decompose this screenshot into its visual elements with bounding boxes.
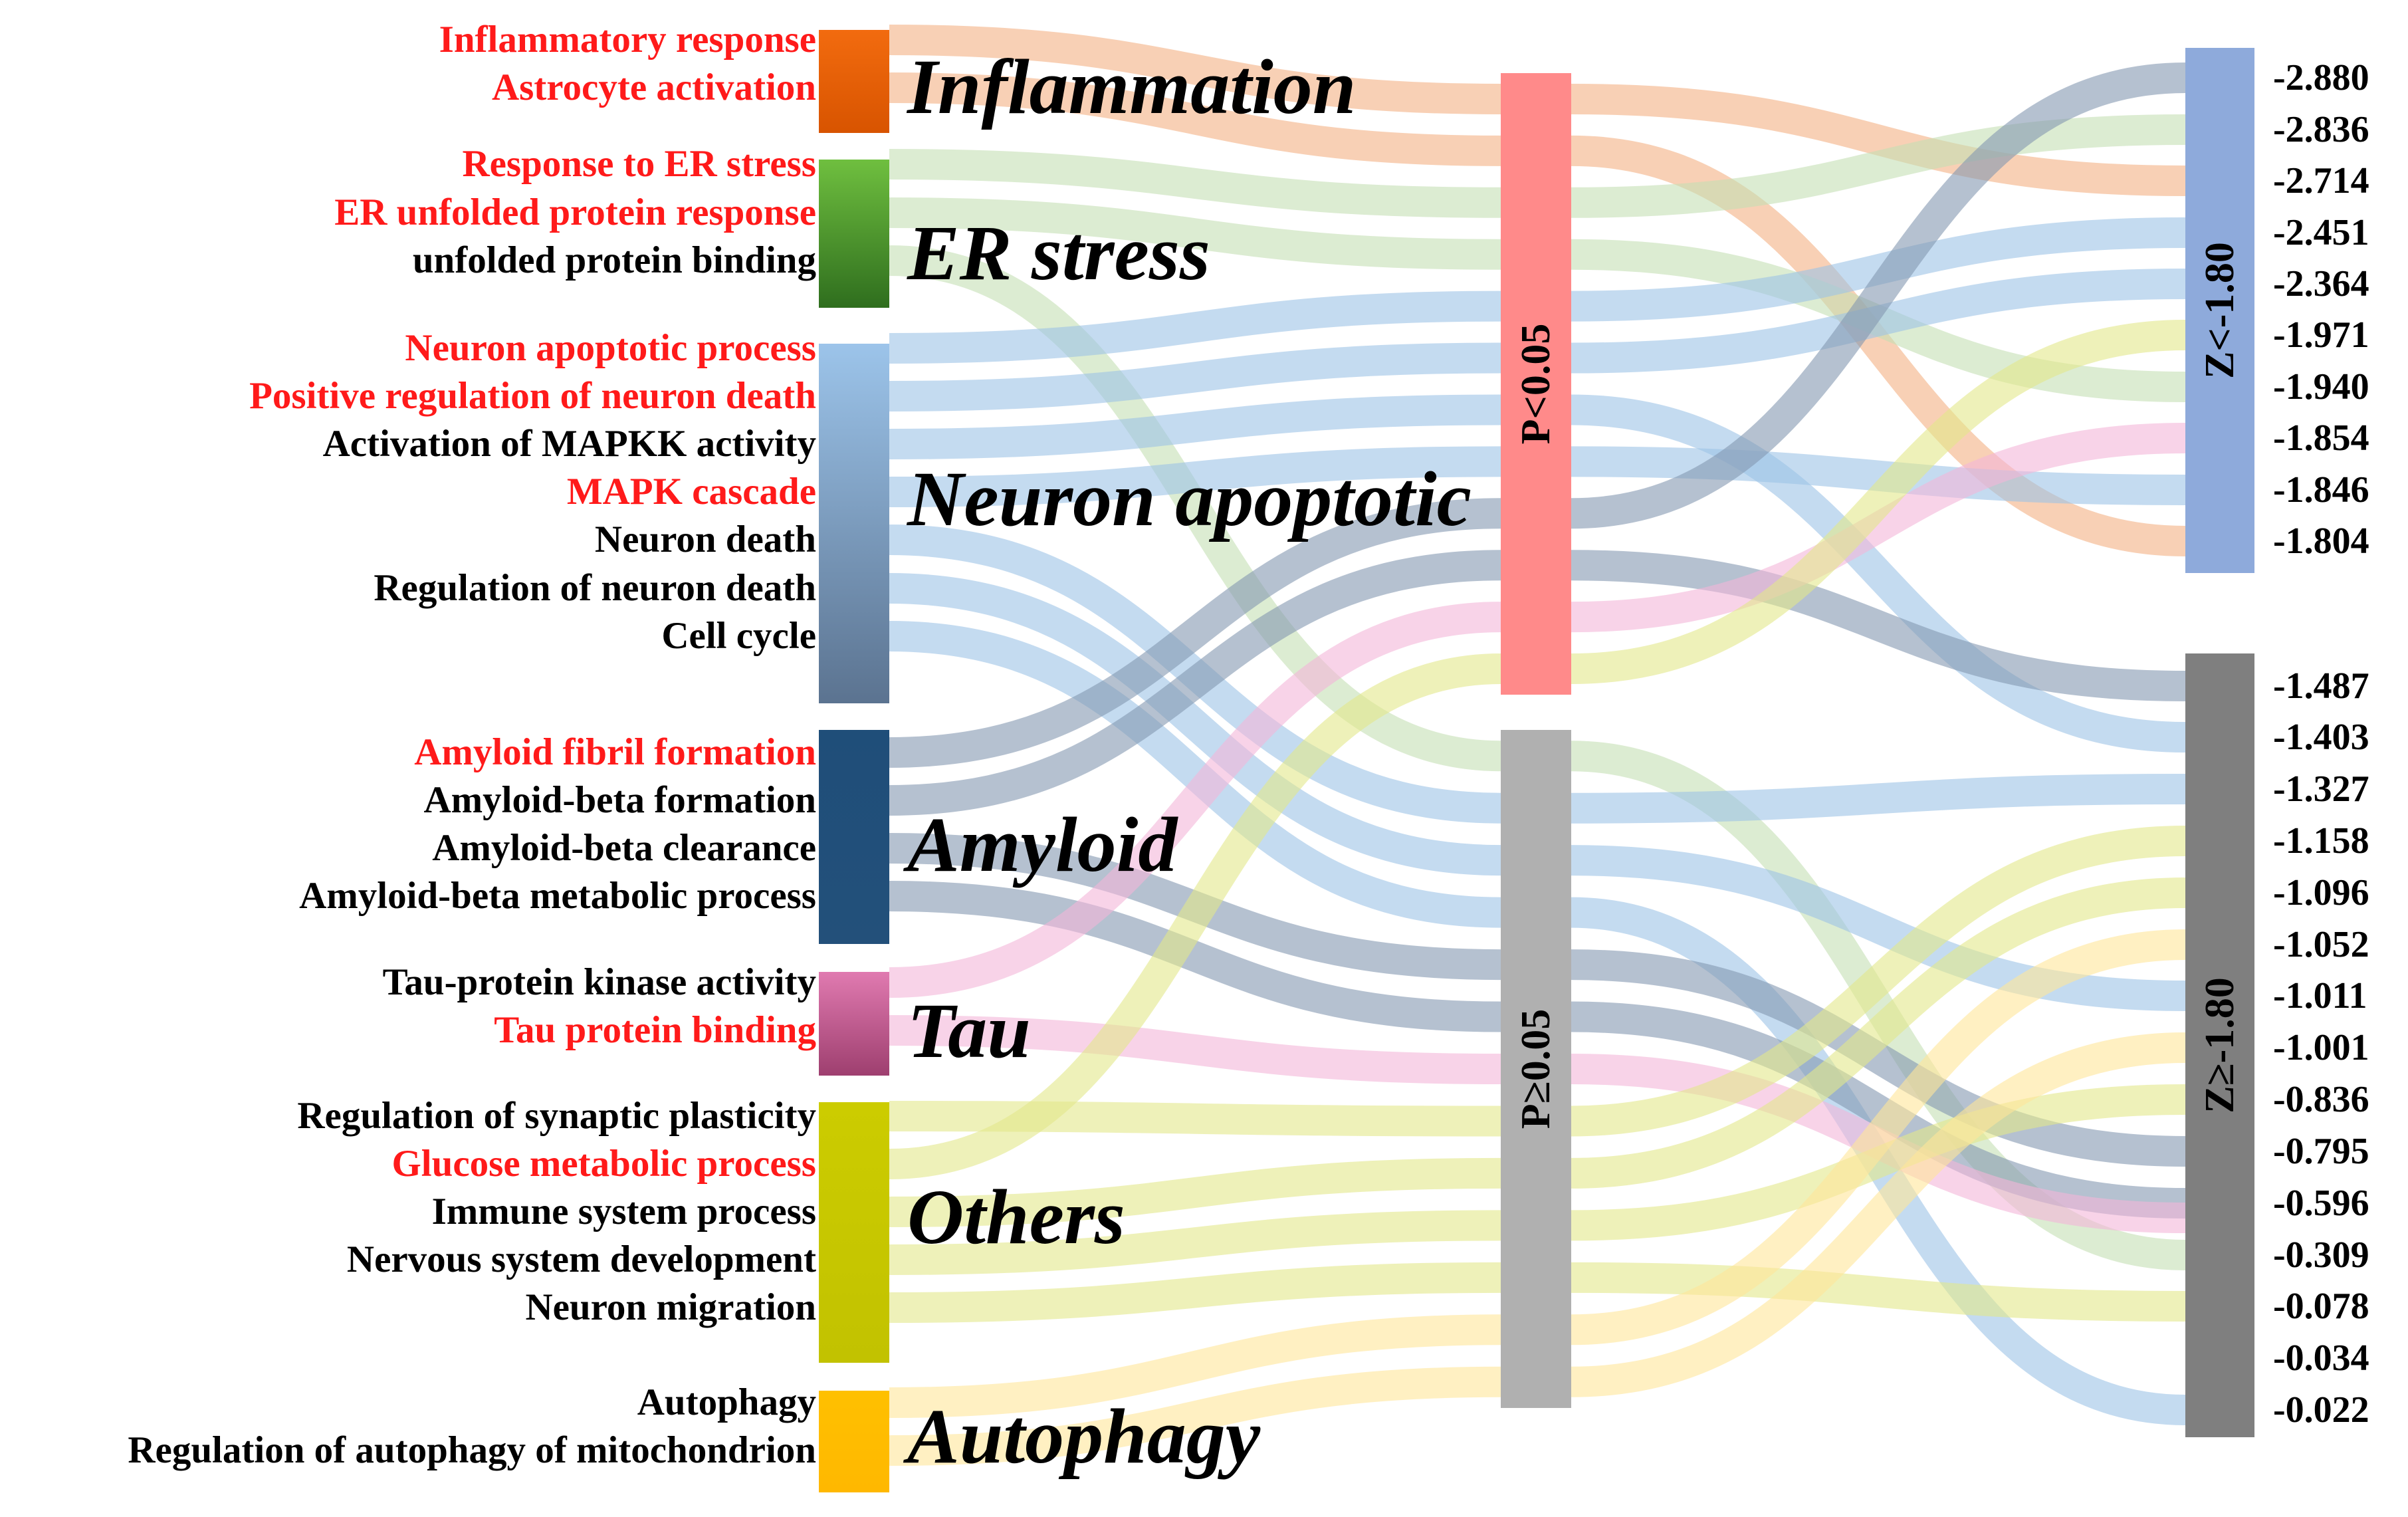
term-label: Nervous system development [347,1238,816,1280]
group-bar-er-stress [819,160,889,308]
term-label: Cell cycle [661,615,816,657]
term-label: MAPK cascade [567,471,816,513]
flow-link [889,62,2186,768]
z-low-node [2185,48,2254,573]
term-label: Response to ER stress [462,143,816,185]
z-value-label: -2.836 [2273,109,2369,150]
z-value-label: -0.022 [2273,1389,2369,1431]
term-label: Inflammatory response [439,19,816,60]
term-label: Regulation of neuron death [374,567,816,609]
z-value-label: -0.596 [2273,1183,2369,1224]
z-value-label: -2.451 [2273,212,2369,253]
z-value-label: -1.940 [2273,366,2369,408]
flow-link [889,197,2186,402]
flow-link [889,72,2186,556]
p-nonsig-node [1501,730,1571,1408]
term-label: Neuron apoptotic process [405,327,816,369]
z-value-label: -1.096 [2273,872,2369,913]
flow-link [889,929,2186,1418]
term-label: ER unfolded protein response [334,191,816,233]
z-value-label: -0.795 [2273,1131,2369,1172]
group-bar-tau [819,972,889,1076]
term-label: Amyloid-beta metabolic process [299,875,816,917]
z-value-label: -0.836 [2273,1079,2369,1120]
z-value-label: -0.034 [2273,1338,2369,1379]
term-label: Immune system process [432,1191,816,1232]
group-label-er-stress: ER stress [907,209,1210,296]
term-label: Positive regulation of neuron death [249,375,816,417]
term-label: Activation of MAPKK activity [323,423,816,465]
group-label-autophagy: Autophagy [903,1393,1261,1480]
p-sig-node [1501,73,1571,695]
z-value-label: -1.158 [2273,820,2369,862]
flow-link [889,320,2186,1179]
term-label: Amyloid-beta formation [423,779,816,821]
z-value-label: -1.854 [2273,417,2369,459]
labels: Inflammation Inflammatory responseAstrocy… [128,19,2369,1480]
flow-link [889,550,2186,816]
term-label: Astrocyte activation [492,66,816,108]
term-label: Amyloid-beta clearance [432,827,816,869]
term-label: Regulation of synaptic plasticity [297,1095,816,1137]
z-value-label: -2.364 [2273,263,2369,304]
z-value-label: -1.971 [2273,314,2369,356]
flow-link [889,1032,2186,1466]
flow-link [889,877,2186,1227]
z-value-label: -1.487 [2273,665,2369,707]
group-bar-others [819,1102,889,1363]
z-value-label: -1.052 [2273,924,2369,965]
z-value-label: -2.880 [2273,57,2369,98]
z-value-label: -2.714 [2273,160,2369,201]
flow-link [889,525,2186,824]
nodes [819,30,2254,1492]
z-high-node [2185,653,2254,1437]
group-label-others: Others [907,1173,1125,1260]
group-bar-autophagy [819,1391,889,1492]
term-label: Neuron migration [525,1286,816,1328]
z-high-label: Z≥-1.80 [2197,977,2243,1113]
group-label-tau: Tau [907,987,1031,1074]
flow-link [889,423,2186,998]
z-value-label: -1.403 [2273,717,2369,758]
flow-links [889,25,2186,1466]
group-label-inflammation: Inflammation [906,43,1356,130]
z-value-label: -1.011 [2273,975,2367,1016]
group-bar-inflammation [819,30,889,133]
z-value-label: -1.846 [2273,469,2369,511]
group-bar-amyloid [819,730,889,944]
term-label: Glucose metabolic process [391,1143,816,1185]
z-value-label: -1.327 [2273,768,2369,810]
p-nonsig-label: P≥0.05 [1513,1009,1559,1129]
term-label: unfolded protein binding [413,239,816,281]
group-label-amyloid: Amyloid [903,801,1178,888]
p-sig-label: P<0.05 [1513,324,1559,445]
flow-link [889,826,2186,1137]
z-value-label: -0.078 [2273,1286,2369,1327]
term-label: Tau protein binding [494,1009,816,1051]
z-low-label: Z<-1.80 [2197,242,2243,379]
group-bar-neuron-apoptotic [819,344,889,703]
group-label-neuron-apoptotic: Neuron apoptotic [906,455,1472,542]
term-label: Tau-protein kinase activity [383,961,816,1003]
term-label: Neuron death [595,519,816,560]
term-label: Regulation of autophagy of mitochondrion [128,1429,816,1471]
z-value-label: -0.309 [2273,1234,2369,1276]
z-value-label: -1.804 [2273,521,2369,562]
term-label: Amyloid fibril formation [414,731,816,773]
z-value-label: -1.001 [2273,1027,2369,1068]
term-label: Autophagy [637,1381,816,1423]
